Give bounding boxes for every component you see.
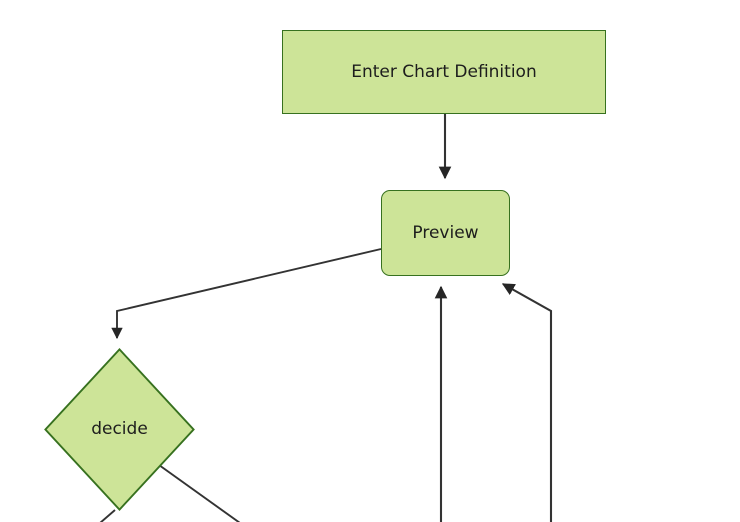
- edge-decide-down-right: [158, 464, 241, 522]
- decide-diamond-shape: [44, 348, 195, 511]
- edge-decide-down-left: [99, 509, 116, 522]
- node-enter-chart-definition[interactable]: Enter Chart Definition: [282, 30, 606, 114]
- edge-preview-to-decide: [111, 248, 382, 340]
- node-label-preview: Preview: [412, 222, 479, 243]
- edge-return-right-to-preview: [501, 283, 553, 522]
- node-preview[interactable]: Preview: [381, 190, 510, 276]
- node-decide[interactable]: decide: [44, 348, 195, 511]
- node-label-enter-chart-definition: Enter Chart Definition: [351, 61, 537, 82]
